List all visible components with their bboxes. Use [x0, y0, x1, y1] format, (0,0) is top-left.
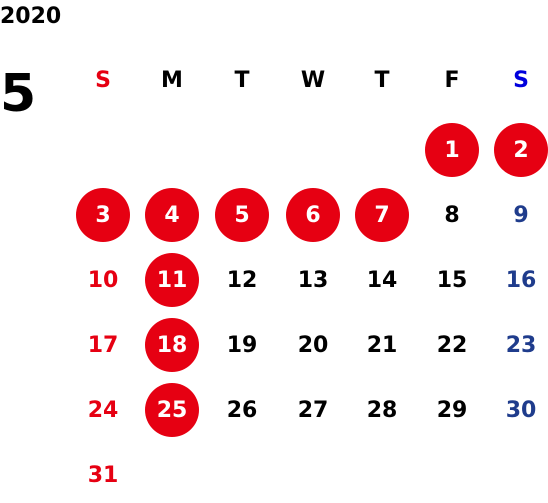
day-cell[interactable]: 24: [87, 397, 119, 423]
holiday-day-cell[interactable]: 6: [286, 188, 340, 242]
year-label: 2020: [0, 4, 62, 29]
holiday-day-cell[interactable]: 4: [145, 188, 199, 242]
day-cell[interactable]: 9: [513, 202, 529, 228]
day-cell[interactable]: 23: [505, 332, 537, 358]
day-cell[interactable]: 16: [505, 267, 537, 293]
weekday-header-monday: M: [161, 67, 183, 93]
day-cell[interactable]: 30: [505, 397, 537, 423]
weekday-header-wednesday: W: [300, 67, 326, 93]
weekday-header-thursday: T: [374, 67, 390, 93]
day-cell[interactable]: 19: [226, 332, 258, 358]
day-cell[interactable]: 12: [226, 267, 258, 293]
holiday-day-cell[interactable]: 1: [425, 123, 479, 177]
day-cell[interactable]: 14: [366, 267, 398, 293]
day-cell[interactable]: 21: [366, 332, 398, 358]
weekday-header-sunday: S: [95, 67, 111, 93]
weekday-header-saturday: S: [513, 67, 529, 93]
day-cell[interactable]: 8: [444, 202, 460, 228]
day-cell[interactable]: 26: [226, 397, 258, 423]
day-cell[interactable]: 10: [87, 267, 119, 293]
holiday-day-cell[interactable]: 25: [145, 383, 199, 437]
day-cell[interactable]: 15: [436, 267, 468, 293]
holiday-day-cell[interactable]: 7: [355, 188, 409, 242]
day-cell[interactable]: 29: [436, 397, 468, 423]
day-cell[interactable]: 17: [87, 332, 119, 358]
holiday-day-cell[interactable]: 3: [76, 188, 130, 242]
holiday-day-cell[interactable]: 2: [494, 123, 548, 177]
weekday-header-friday: F: [444, 67, 460, 93]
day-cell[interactable]: 31: [87, 462, 119, 488]
day-cell[interactable]: 20: [297, 332, 329, 358]
month-label: 5: [0, 64, 37, 124]
holiday-day-cell[interactable]: 5: [215, 188, 269, 242]
day-cell[interactable]: 27: [297, 397, 329, 423]
holiday-day-cell[interactable]: 18: [145, 318, 199, 372]
holiday-day-cell[interactable]: 11: [145, 253, 199, 307]
day-cell[interactable]: 28: [366, 397, 398, 423]
day-cell[interactable]: 22: [436, 332, 468, 358]
day-cell[interactable]: 13: [297, 267, 329, 293]
weekday-header-tuesday: T: [234, 67, 250, 93]
